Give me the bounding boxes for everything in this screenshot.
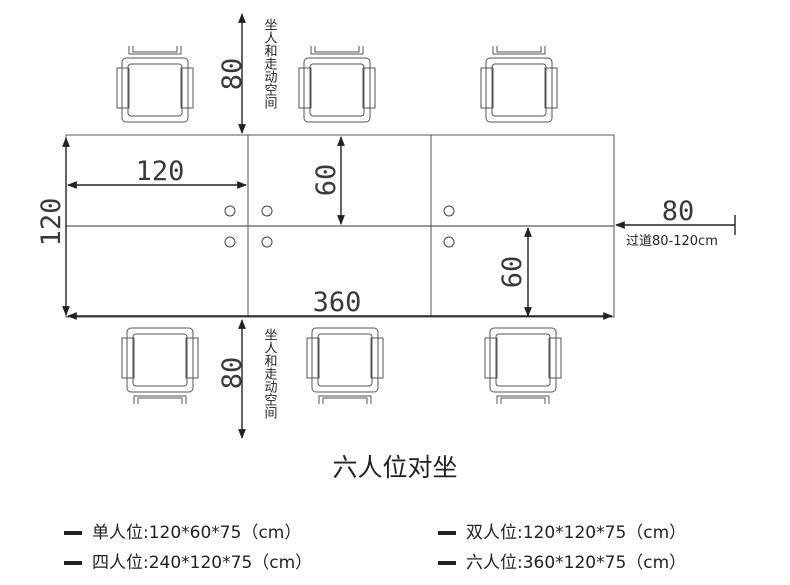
chair: [116, 46, 194, 123]
clearance-top-label: 80: [217, 58, 248, 91]
spec-single: 单人位:120*60*75（cm）: [64, 518, 301, 543]
half-depth-top-label: 60: [311, 164, 342, 197]
dimension-lines: [62, 13, 736, 439]
chair: [480, 46, 558, 123]
chair: [298, 46, 376, 123]
seating-space-bottom-note: 坐人和走动空间: [262, 328, 278, 419]
chair: [306, 327, 384, 404]
spec-four-text: 四人位:240*120*75（cm）: [92, 553, 313, 573]
half-depth-bottom-label: 60: [497, 256, 528, 289]
aisle-note: 过道80-120cm: [626, 234, 718, 249]
spec-double-text: 双人位:120*120*75（cm）: [466, 523, 687, 543]
spec-double: 双人位:120*120*75（cm）: [438, 518, 686, 543]
width-dimension-label: 120: [136, 156, 185, 187]
spec-six: 六人位:360*120*75（cm）: [438, 548, 686, 573]
bullet-bar: [64, 561, 82, 565]
spec-six-text: 六人位:360*120*75（cm）: [466, 553, 687, 573]
length-dimension-label: 360: [313, 287, 362, 318]
clearance-bottom-label: 80: [217, 357, 248, 390]
bullet-bar: [438, 531, 456, 535]
side-dimension-label: 120: [36, 198, 67, 247]
bullet-bar: [438, 561, 456, 565]
spec-four: 四人位:240*120*75（cm）: [64, 548, 312, 573]
chair: [121, 327, 199, 404]
chair: [484, 327, 562, 404]
layout-title: 六人位对坐: [332, 453, 458, 482]
spec-single-text: 单人位:120*60*75（cm）: [92, 523, 302, 543]
seating-space-top-note: 坐人和走动空间: [262, 18, 278, 109]
aisle-width-label: 80: [662, 196, 695, 227]
chairs: [116, 46, 562, 404]
bullet-bar: [64, 531, 82, 535]
table-leg-markers: [224, 205, 455, 248]
